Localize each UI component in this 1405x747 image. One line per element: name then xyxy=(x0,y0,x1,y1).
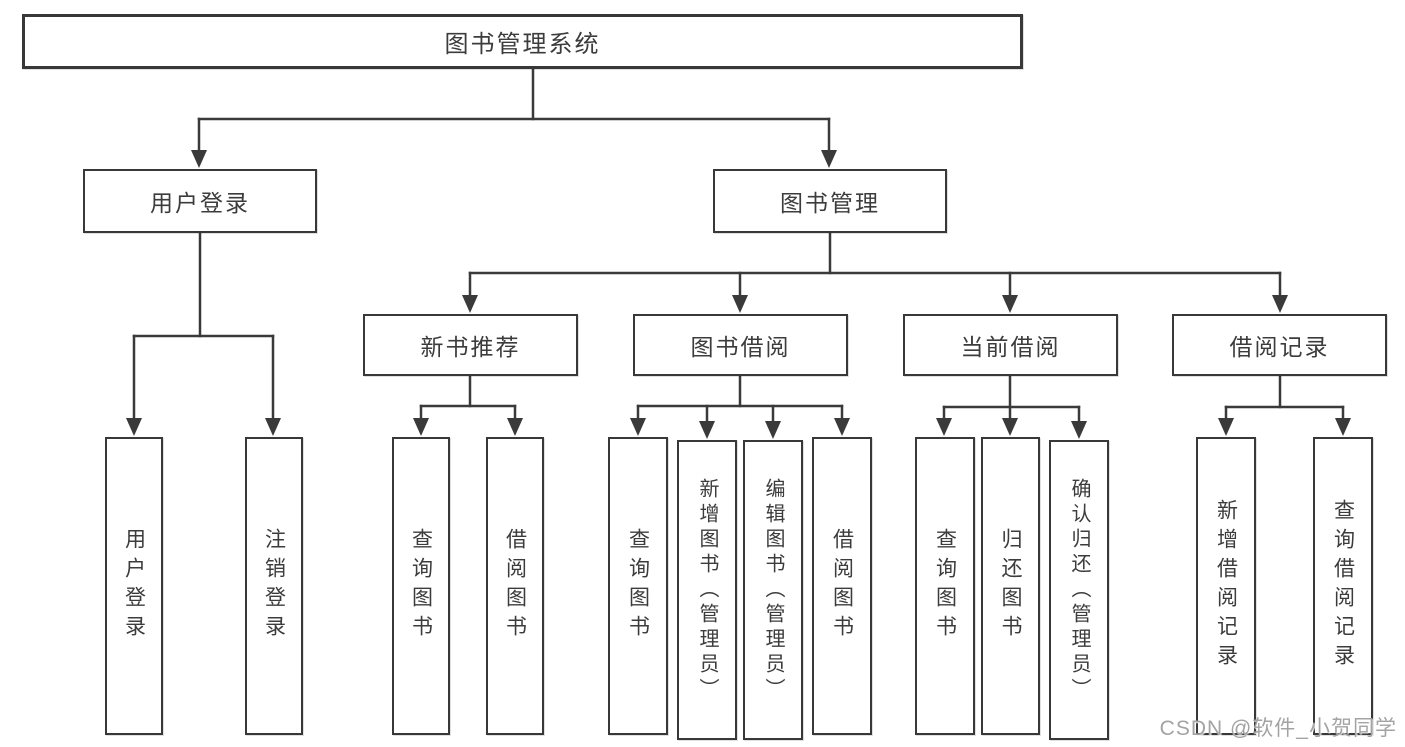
node-library-system: 图书管理系统 xyxy=(22,14,1023,69)
leaf-bb-borrow-books: 借阅图书 xyxy=(812,437,872,735)
connector-root-to-level1 xyxy=(197,67,831,152)
arrowheads-user-login xyxy=(126,418,281,436)
leaf-br-add-record: 新增借阅记录 xyxy=(1196,437,1256,735)
connector-book-borrow-subtree xyxy=(636,374,844,422)
leaf-logout-login: 注销登录 xyxy=(245,437,303,735)
node-book-borrow: 图书借阅 xyxy=(633,314,848,376)
leaf-nb-borrow-books: 借阅图书 xyxy=(486,437,544,735)
arrowheads-level2 xyxy=(462,295,1288,313)
arrowheads-book-borrow xyxy=(630,418,850,439)
connector-book-mgmt-to-level2 xyxy=(468,231,1282,297)
node-book-management: 图书管理 xyxy=(713,169,947,233)
leaf-nb-query-books: 查询图书 xyxy=(392,437,450,735)
arrowheads-level1 xyxy=(191,150,837,168)
leaf-bb-edit-books-admin: 编辑图书（管理员） xyxy=(743,440,803,740)
leaf-cb-query-books: 查询图书 xyxy=(915,437,975,735)
leaf-cb-return-books: 归还图书 xyxy=(981,437,1040,735)
connector-user-login-subtree xyxy=(132,231,275,419)
node-new-book-recommend: 新书推荐 xyxy=(363,314,578,376)
connector-new-book-subtree xyxy=(419,374,517,420)
arrowheads-current-borrow xyxy=(936,418,1087,439)
node-current-borrow: 当前借阅 xyxy=(903,314,1118,376)
node-user-login: 用户登录 xyxy=(83,169,317,233)
arrowheads-new-book xyxy=(413,418,523,436)
leaf-bb-add-books-admin: 新增图书（管理员） xyxy=(677,440,737,740)
leaf-user-login: 用户登录 xyxy=(105,437,163,735)
node-borrow-records: 借阅记录 xyxy=(1172,314,1387,376)
connector-current-borrow-subtree xyxy=(942,374,1081,422)
watermark-text: CSDN @软件_小贺同学 xyxy=(1159,717,1397,740)
arrowheads-borrow-records xyxy=(1218,418,1351,436)
leaf-br-query-record: 查询借阅记录 xyxy=(1313,437,1373,735)
leaf-cb-confirm-return-admin: 确认归还（管理员） xyxy=(1049,440,1109,740)
leaf-bb-query-books: 查询图书 xyxy=(608,437,668,735)
connector-borrow-records-subtree xyxy=(1224,374,1345,420)
